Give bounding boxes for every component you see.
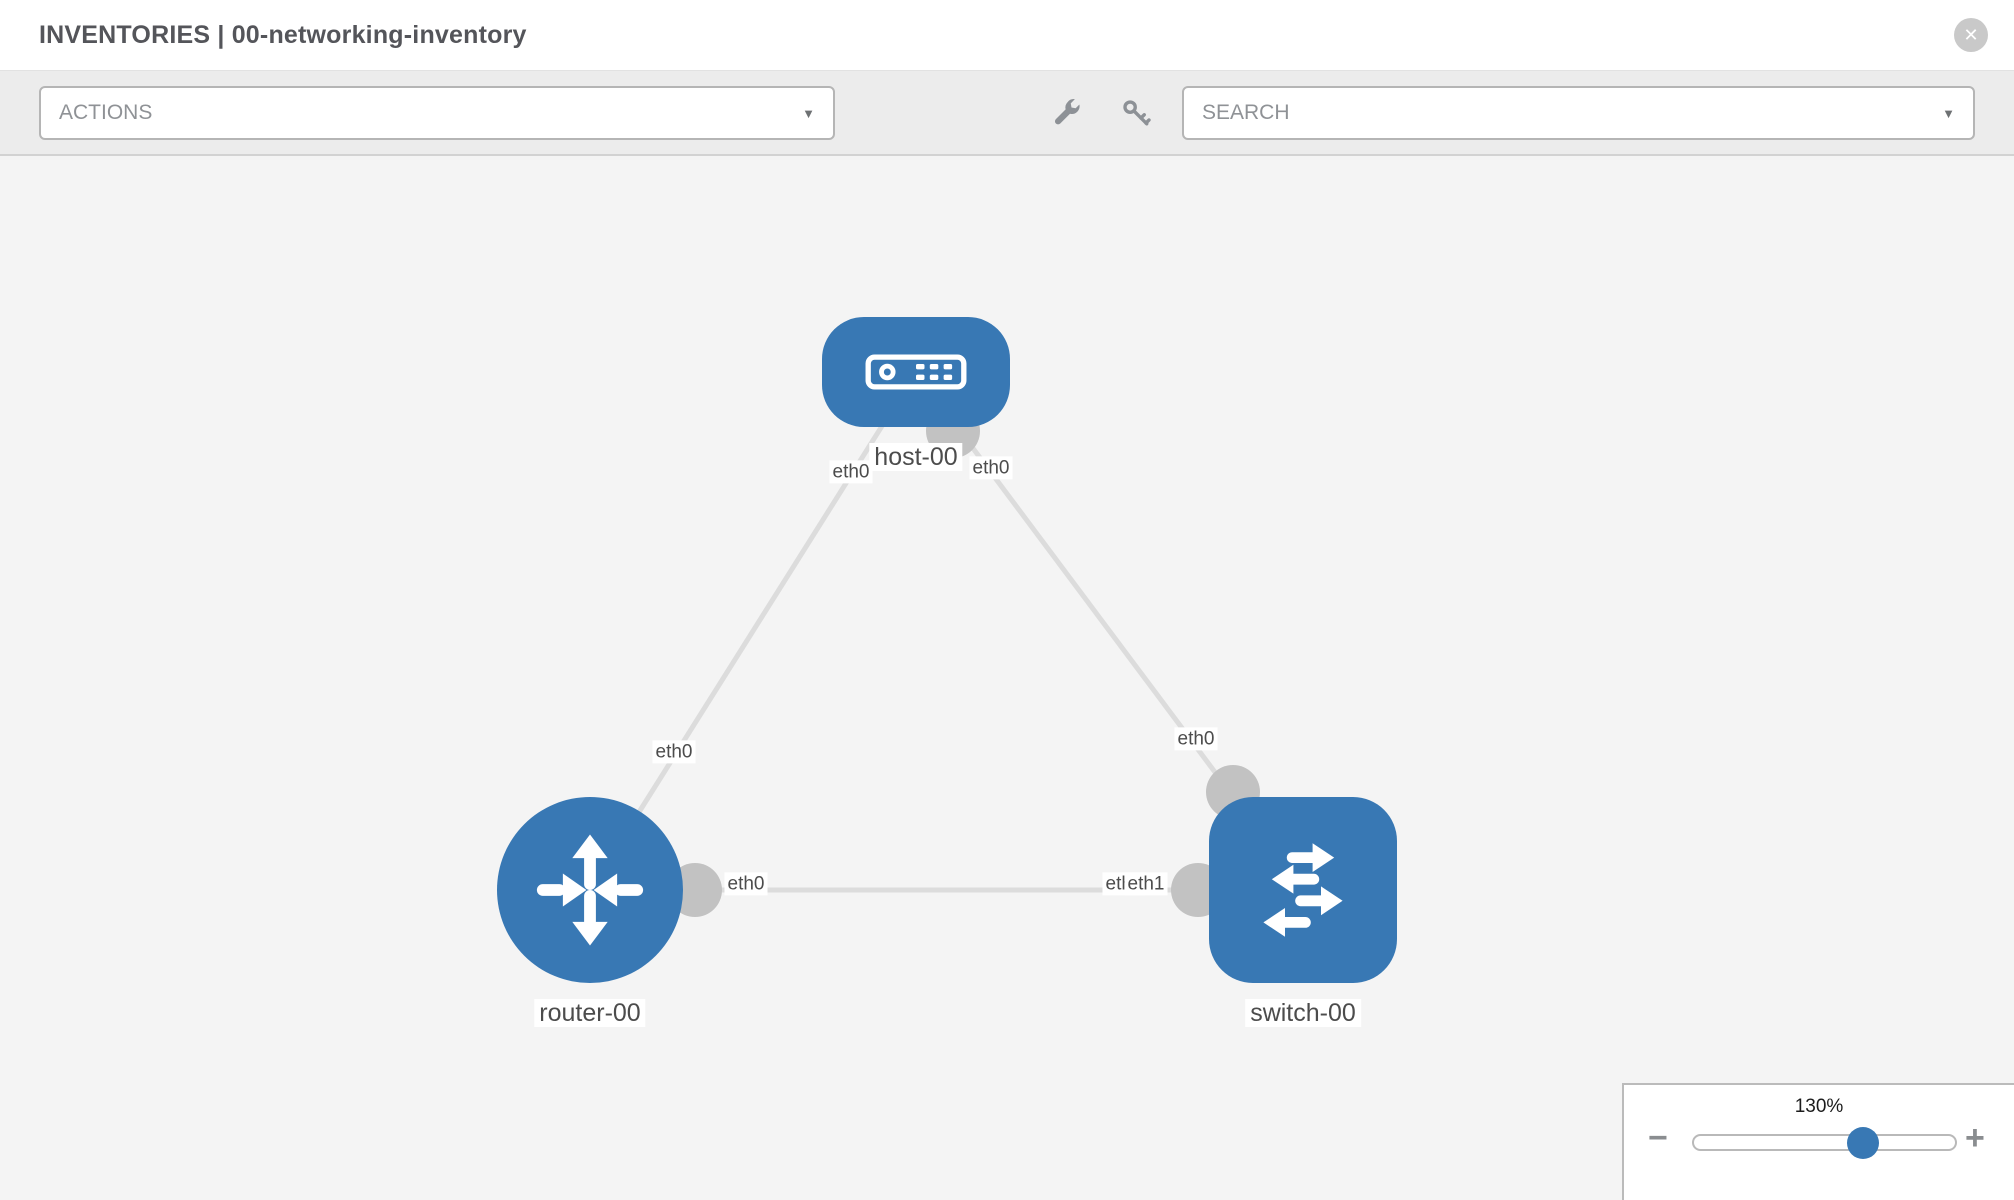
- toolbar-icon-group: [1050, 71, 1152, 154]
- key-icon: [1123, 99, 1151, 125]
- zoom-panel: 130% − +: [1622, 1083, 2014, 1200]
- panel-header: INVENTORIES | 00-networking-inventory ✕: [0, 0, 2014, 71]
- zoom-slider-thumb[interactable]: [1847, 1127, 1879, 1159]
- page-title: INVENTORIES | 00-networking-inventory: [39, 20, 527, 49]
- interface-label: eth0: [652, 740, 696, 764]
- interface-label: eth0: [724, 872, 768, 896]
- node-router-00[interactable]: [497, 797, 683, 983]
- interface-label: eth0: [1174, 727, 1218, 751]
- node-host-00[interactable]: [822, 317, 1010, 427]
- host-icon: [865, 354, 967, 390]
- link-host-00-router-00[interactable]: [587, 370, 919, 892]
- zoom-slider-track[interactable]: [1692, 1134, 1957, 1151]
- credentials-button[interactable]: [1120, 97, 1152, 129]
- interface-label: eth0: [969, 456, 1013, 480]
- actions-dropdown[interactable]: ACTIONS ▼: [39, 86, 835, 140]
- node-label-switch-00[interactable]: switch-00: [1245, 999, 1361, 1027]
- tools-button[interactable]: [1050, 97, 1082, 129]
- close-icon: ✕: [1963, 24, 1979, 45]
- interface-label: eth0: [829, 460, 873, 484]
- wrench-icon: [1054, 98, 1080, 124]
- zoom-in-button[interactable]: +: [1965, 1121, 1985, 1155]
- toolbar: ACTIONS ▼ SEARCH: [0, 71, 2014, 156]
- chevron-down-icon: ▼: [1942, 105, 1955, 121]
- chevron-down-icon: ▼: [802, 105, 815, 121]
- zoom-value: 130%: [1794, 1096, 1844, 1117]
- close-button[interactable]: ✕: [1954, 18, 1988, 52]
- minus-icon: −: [1648, 1119, 1668, 1157]
- switch-icon: [1263, 843, 1343, 937]
- search-dropdown[interactable]: SEARCH ▼: [1182, 86, 1975, 140]
- router-icon: [536, 834, 644, 946]
- node-switch-00[interactable]: [1209, 797, 1397, 983]
- actions-dropdown-label: ACTIONS: [59, 101, 153, 124]
- plus-icon: +: [1965, 1119, 1985, 1157]
- interface-label: eth1: [1124, 872, 1168, 896]
- search-dropdown-label: SEARCH: [1202, 101, 1290, 124]
- node-label-router-00[interactable]: router-00: [534, 999, 646, 1027]
- zoom-out-button[interactable]: −: [1648, 1121, 1668, 1155]
- node-label-host-00[interactable]: host-00: [869, 443, 963, 471]
